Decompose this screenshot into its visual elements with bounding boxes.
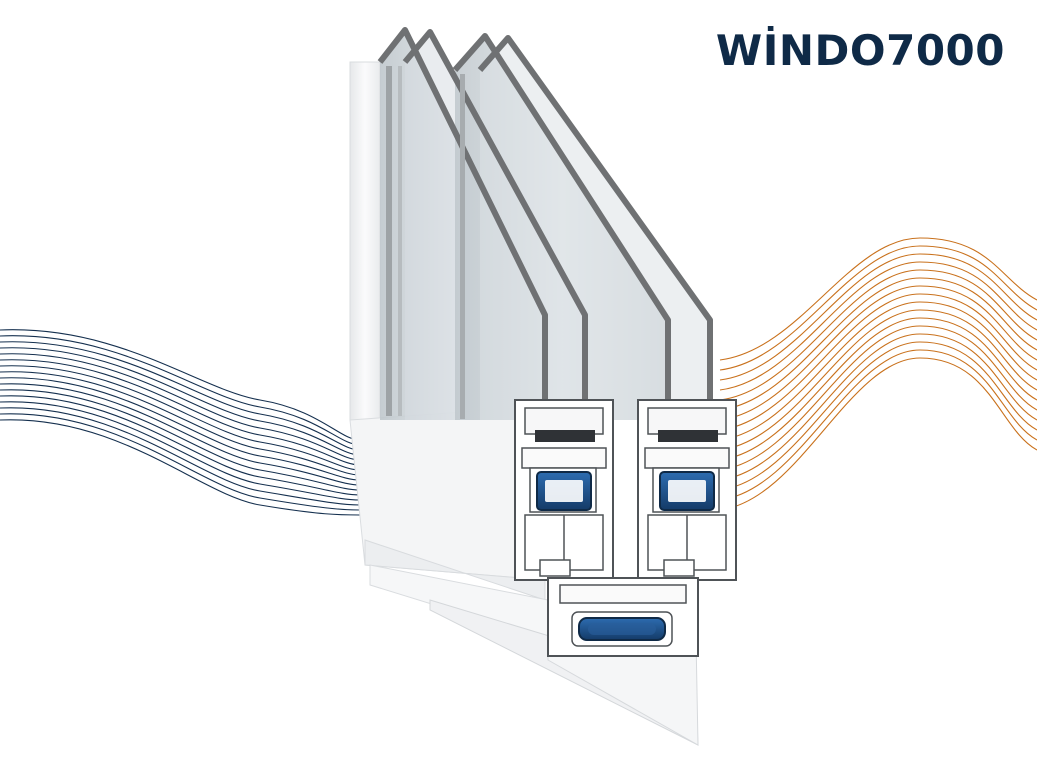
cold-wave-line (0, 389, 361, 491)
cold-wave-line (0, 359, 361, 466)
warm-wave-line (719, 317, 1037, 461)
warm-wave-line (719, 333, 1037, 481)
warm-wave-line (719, 237, 1037, 361)
cold-wave-line (0, 377, 361, 481)
cold-wave-line (0, 413, 361, 511)
warm-wave-line (719, 253, 1037, 381)
warm-wave-line (719, 269, 1037, 401)
warm-wave-line (719, 245, 1037, 371)
right-sash-profile (637, 399, 737, 581)
warm-air-waves (719, 237, 1037, 511)
cold-wave-line (0, 371, 361, 476)
bottom-frame-profile (539, 559, 699, 657)
warm-wave-line (719, 309, 1037, 451)
cold-wave-line (0, 341, 361, 451)
cold-wave-line (0, 353, 361, 461)
warm-wave-line (719, 301, 1037, 441)
warm-wave-line (719, 285, 1037, 421)
warm-wave-line (719, 341, 1037, 491)
warm-wave-line (719, 293, 1037, 431)
cold-wave-line (0, 347, 361, 456)
warm-wave-line (719, 261, 1037, 391)
cold-wave-line (0, 407, 361, 506)
left-sash-profile (514, 399, 614, 581)
cold-wave-line (0, 335, 361, 446)
cold-wave-line (0, 383, 361, 486)
cold-wave-line (0, 419, 361, 516)
warm-wave-line (719, 325, 1037, 471)
cold-wave-line (0, 329, 361, 441)
warm-wave-line (719, 277, 1037, 411)
cold-wave-line (0, 365, 361, 471)
cold-air-waves (0, 329, 361, 516)
triple-glazing (377, 27, 713, 440)
warm-wave-line (719, 357, 1037, 511)
cold-wave-line (0, 401, 361, 501)
cold-wave-line (0, 395, 361, 496)
warm-wave-line (719, 349, 1037, 501)
brand-logo: WİNDO7000 (715, 26, 1005, 75)
